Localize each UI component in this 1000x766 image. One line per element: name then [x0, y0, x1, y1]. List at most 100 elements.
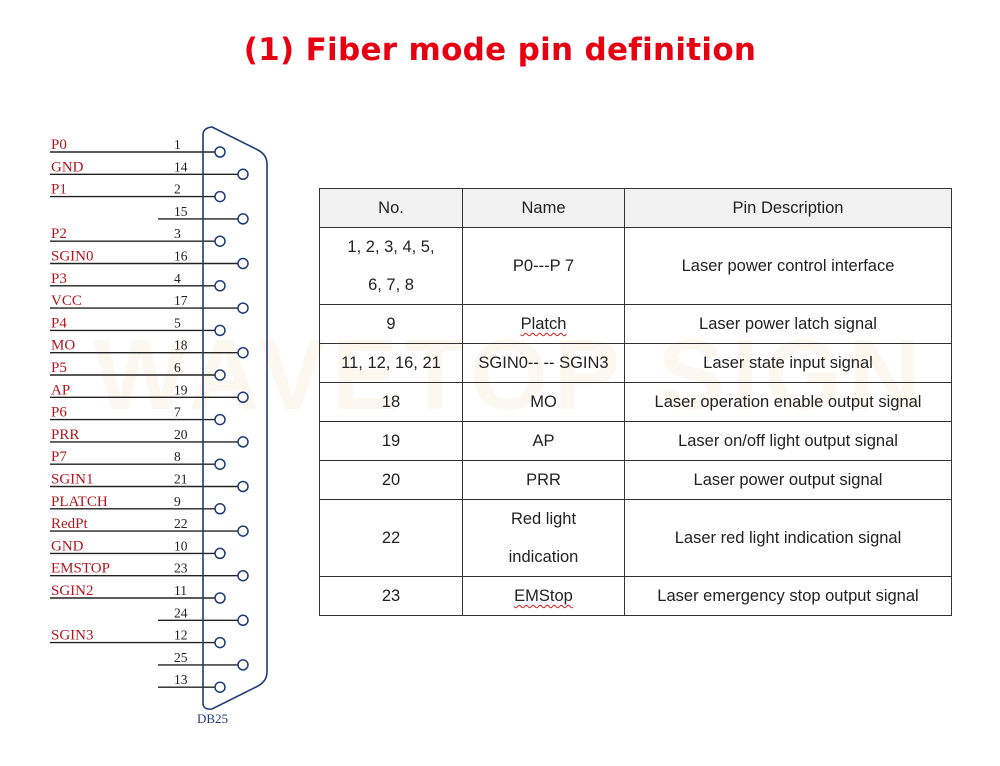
row-description: Laser operation enable output signal — [624, 382, 952, 422]
pin-number: 6 — [174, 360, 181, 375]
pin-number: 15 — [174, 204, 188, 219]
pin-contact — [237, 213, 249, 225]
row-description: Laser power latch signal — [624, 304, 952, 344]
pin-net-label: P0 — [51, 137, 67, 153]
row-description: Laser red light indication signal — [624, 499, 952, 577]
row-name: P0---P 7 — [462, 227, 625, 305]
table-header-row: No. Name Pin Description — [319, 188, 952, 228]
pin-number: 24 — [174, 605, 188, 620]
row-no: 11, 12, 16, 21 — [319, 343, 463, 383]
pin-contact — [237, 569, 249, 582]
row-no: 19 — [319, 421, 463, 461]
pin-net-label: GND — [51, 159, 84, 175]
pin-contact — [214, 503, 226, 515]
pin-number: 3 — [174, 226, 181, 241]
pin-contact — [214, 636, 226, 649]
pin-number: 21 — [174, 472, 188, 487]
pin-number: 8 — [174, 449, 181, 464]
pin-contact — [214, 146, 226, 158]
row-no: 23 — [319, 576, 463, 616]
pin-contact — [237, 302, 249, 314]
row-no-line1: 1, 2, 3, 4, 5, — [347, 238, 435, 256]
pin-net-label: PLATCH — [51, 494, 108, 510]
row-description: Laser power output signal — [624, 460, 952, 500]
pin-contact — [214, 681, 226, 693]
pin-net-label: AP — [51, 382, 70, 398]
pin-net-label: SGIN0 — [51, 249, 94, 265]
row-no: 22 — [319, 499, 463, 577]
pin-net-label: P2 — [51, 226, 67, 242]
pin-number: 10 — [174, 538, 188, 553]
pin-number: 20 — [174, 427, 188, 442]
pin-net-label: P7 — [51, 449, 67, 465]
table-row: 23 EMStop Laser emergency stop output si… — [319, 576, 952, 616]
db25-pinout-diagram: 1P014GND2P1153P216SGIN04P317VCC5P418MO6P… — [50, 126, 268, 726]
pin-number: 5 — [174, 315, 181, 330]
pin-number: 1 — [174, 137, 181, 152]
row-description: Laser state input signal — [624, 343, 952, 383]
pin-net-label: PRR — [51, 427, 79, 443]
row-description: Laser power control interface — [624, 227, 952, 305]
pin-number: 11 — [174, 583, 187, 598]
table-row: 22 Red light indication Laser red light … — [319, 499, 952, 577]
pin-net-label: SGIN2 — [51, 583, 94, 599]
row-name-line2: indication — [508, 548, 579, 566]
pin-net-label: EMSTOP — [51, 561, 110, 577]
pin-contact — [214, 369, 226, 381]
table-row: 20 PRR Laser power output signal — [319, 460, 952, 500]
pin-contact — [237, 659, 249, 671]
row-no-line2: 6, 7, 8 — [368, 276, 414, 294]
pin-contact — [214, 547, 226, 560]
pin-number: 9 — [174, 494, 181, 509]
table-row: 1, 2, 3, 4, 5, 6, 7, 8 P0---P 7 Laser po… — [319, 227, 952, 305]
pin-contact — [237, 257, 249, 270]
row-description: Laser emergency stop output signal — [624, 576, 952, 616]
page-title: (1) Fiber mode pin definition — [243, 32, 757, 68]
pin-number: 22 — [174, 516, 188, 531]
pin-wires — [50, 151, 238, 688]
pin-number: 18 — [174, 338, 188, 353]
pin-net-label: MO — [51, 338, 75, 354]
pin-number: 16 — [174, 249, 188, 264]
row-name: SGIN0-- -- SGIN3 — [462, 343, 625, 383]
pin-contact — [237, 391, 249, 404]
row-description: Laser on/off light output signal — [624, 421, 952, 461]
row-no: 1, 2, 3, 4, 5, 6, 7, 8 — [319, 227, 463, 305]
row-name: MO — [462, 382, 625, 422]
pin-number: 19 — [174, 382, 188, 397]
row-name: PRR — [462, 460, 625, 500]
row-name: AP — [462, 421, 625, 461]
row-name-line1: Red light — [510, 510, 577, 528]
pin-contact — [214, 235, 226, 247]
table-row: 18 MO Laser operation enable output sign… — [319, 382, 952, 422]
pin-contact — [237, 436, 249, 448]
pin-number: 12 — [174, 628, 188, 643]
pin-net-label: P4 — [51, 315, 67, 331]
pin-net-label: P3 — [51, 271, 67, 287]
header-pin-description: Pin Description — [624, 188, 952, 228]
pin-number: 4 — [174, 271, 181, 286]
pin-net-label: P1 — [51, 182, 67, 198]
pin-net-label: SGIN3 — [51, 628, 94, 644]
header-name: Name — [462, 188, 625, 228]
row-no: 20 — [319, 460, 463, 500]
pin-contact — [237, 168, 249, 181]
pin-entries: 1P014GND2P1153P216SGIN04P317VCC5P418MO6P… — [51, 137, 249, 693]
row-name-text: EMStop — [514, 587, 573, 605]
pin-definition-table: No. Name Pin Description 1, 2, 3, 4, 5, … — [319, 188, 952, 616]
pin-number: 2 — [174, 182, 181, 197]
pin-contact — [237, 614, 249, 627]
pin-contact — [214, 280, 226, 292]
table-row: 9 Platch Laser power latch signal — [319, 304, 952, 344]
pin-contact — [214, 458, 226, 470]
row-name-text: Platch — [520, 315, 567, 333]
row-name: Platch — [462, 304, 625, 344]
connector-label: DB25 — [197, 711, 228, 726]
row-name: Red light indication — [462, 499, 625, 577]
pin-number: 17 — [174, 293, 188, 308]
pin-contact — [214, 190, 226, 203]
pin-net-label: P5 — [51, 360, 67, 376]
table-row: 19 AP Laser on/off light output signal — [319, 421, 952, 461]
table-row: 11, 12, 16, 21 SGIN0-- -- SGIN3 Laser st… — [319, 343, 952, 383]
pin-contact — [214, 324, 226, 337]
